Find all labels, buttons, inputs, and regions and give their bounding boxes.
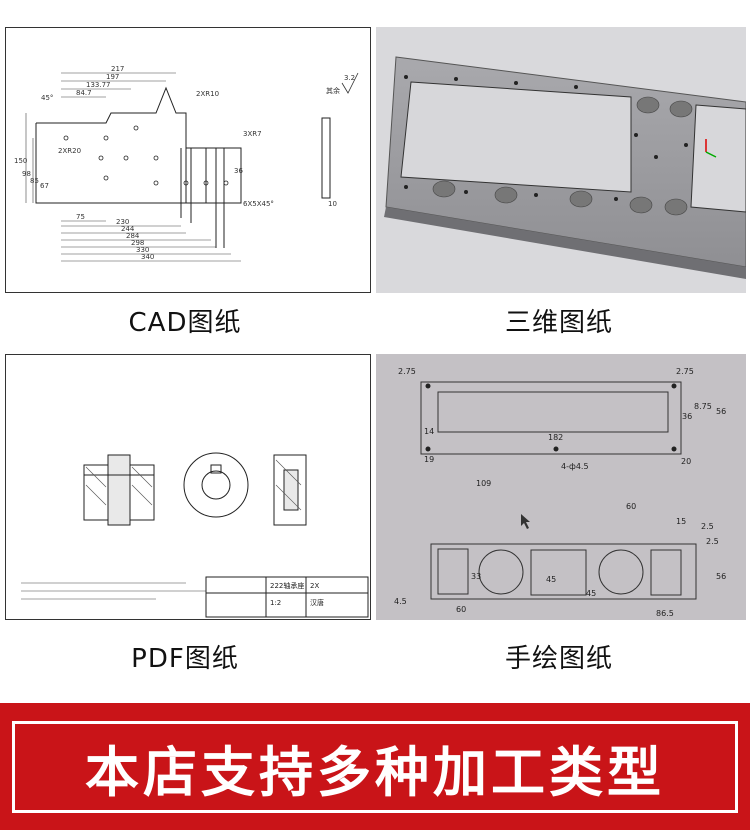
cad-callout-45: 45°	[41, 94, 53, 102]
cad-dim-75: 75	[76, 213, 85, 221]
hand-dim-45b: 45	[586, 589, 596, 598]
hand-dim-25: 2.5	[701, 522, 714, 531]
hand-dim-15: 15	[676, 517, 686, 526]
hand-dim-45c: 4.5	[394, 597, 407, 606]
cad-dim-84: 84.7	[76, 89, 92, 97]
hand-dim-holes: 4-ф4.5	[561, 462, 589, 471]
hand-dim-14: 14	[424, 427, 434, 436]
pdf-title-part: 222轴承座	[270, 581, 304, 590]
roughness-symbol-icon	[341, 72, 359, 94]
hand-dim-45a: 45	[546, 575, 556, 584]
cad-dim-98: 98	[22, 170, 31, 178]
axis-triad-icon	[705, 139, 717, 158]
caption-hand: 手绘图纸	[504, 644, 613, 674]
hand-dim-20: 20	[681, 457, 691, 466]
hand-dim-56: 56	[716, 407, 726, 416]
pdf-drawing-image: 222轴承座 2X 1:2 汉唐	[21, 452, 369, 618]
banner-frame: 本店支持多种加工类型	[12, 721, 738, 813]
cad-dim-36: 36	[234, 167, 243, 175]
pdf-title-company: 汉唐	[310, 598, 324, 607]
cad-dim-330: 330	[136, 246, 149, 254]
cad-roughness: 3.2	[344, 74, 355, 82]
cad-dim-230: 230	[116, 218, 129, 226]
cad-callout-2xr20: 2XR20	[58, 147, 81, 155]
hand-dim-865: 86.5	[656, 609, 674, 618]
hand-dim-33: 33	[471, 572, 481, 581]
hand-drawing-image: 2.75 2.75 36 8.75 56 20 19 14 182 109 4-…	[376, 354, 746, 620]
cad-drawing-panel: 217 197 133.77 84.7 75 230 244 284 298 3…	[5, 27, 371, 293]
hand-dim-109: 109	[476, 479, 491, 488]
cad-dim-133: 133.77	[86, 81, 111, 89]
hand-dim-275b: 2.75	[676, 367, 694, 376]
3d-model-panel	[376, 27, 746, 293]
cad-dim-197: 197	[106, 73, 119, 81]
hand-dim-275a: 2.75	[398, 367, 416, 376]
cad-dim-217: 217	[111, 65, 124, 73]
banner-text: 本店支持多种加工类型	[85, 740, 665, 804]
cad-note: 其余	[326, 86, 340, 95]
cad-dim-298: 298	[131, 239, 144, 247]
cad-dim-10: 10	[328, 200, 337, 208]
mouse-cursor-icon	[521, 514, 530, 529]
caption-pdf: PDF图纸	[131, 644, 239, 674]
cad-dim-67: 67	[40, 182, 49, 190]
caption-cad: CAD图纸	[128, 308, 242, 338]
cad-callout-3xr7: 3XR7	[243, 130, 262, 138]
cad-dim-340: 340	[141, 253, 154, 261]
cad-dim-85: 85	[30, 177, 39, 185]
cad-callout-2xr10: 2XR10	[196, 90, 219, 98]
pdf-title-qty: 2X	[310, 582, 319, 590]
cad-dim-244: 244	[121, 225, 135, 233]
hand-dim-182: 182	[548, 433, 563, 442]
cad-callout-chamfer: 6X5X45°	[243, 200, 274, 208]
hand-dim-60a: 60	[626, 502, 636, 511]
hand-dim-36: 36	[682, 412, 692, 421]
hand-dim-60b: 60	[456, 605, 466, 614]
pdf-drawing-panel: 222轴承座 2X 1:2 汉唐	[5, 354, 371, 620]
promo-banner: 本店支持多种加工类型	[0, 703, 750, 830]
hand-dim-25b: 2.5	[706, 537, 719, 546]
hand-dim-56b: 56	[716, 572, 726, 581]
hand-dim-875: 8.75	[694, 402, 712, 411]
caption-3d: 三维图纸	[504, 308, 613, 338]
cad-dim-150: 150	[14, 157, 27, 165]
cad-drawing-image: 217 197 133.77 84.7 75 230 244 284 298 3…	[14, 65, 359, 262]
hand-dim-19: 19	[424, 455, 434, 464]
3d-model-image	[384, 56, 746, 279]
cad-dim-284: 284	[126, 232, 140, 240]
hand-drawing-panel: 2.75 2.75 36 8.75 56 20 19 14 182 109 4-…	[376, 354, 746, 620]
pdf-title-scale: 1:2	[270, 599, 281, 607]
